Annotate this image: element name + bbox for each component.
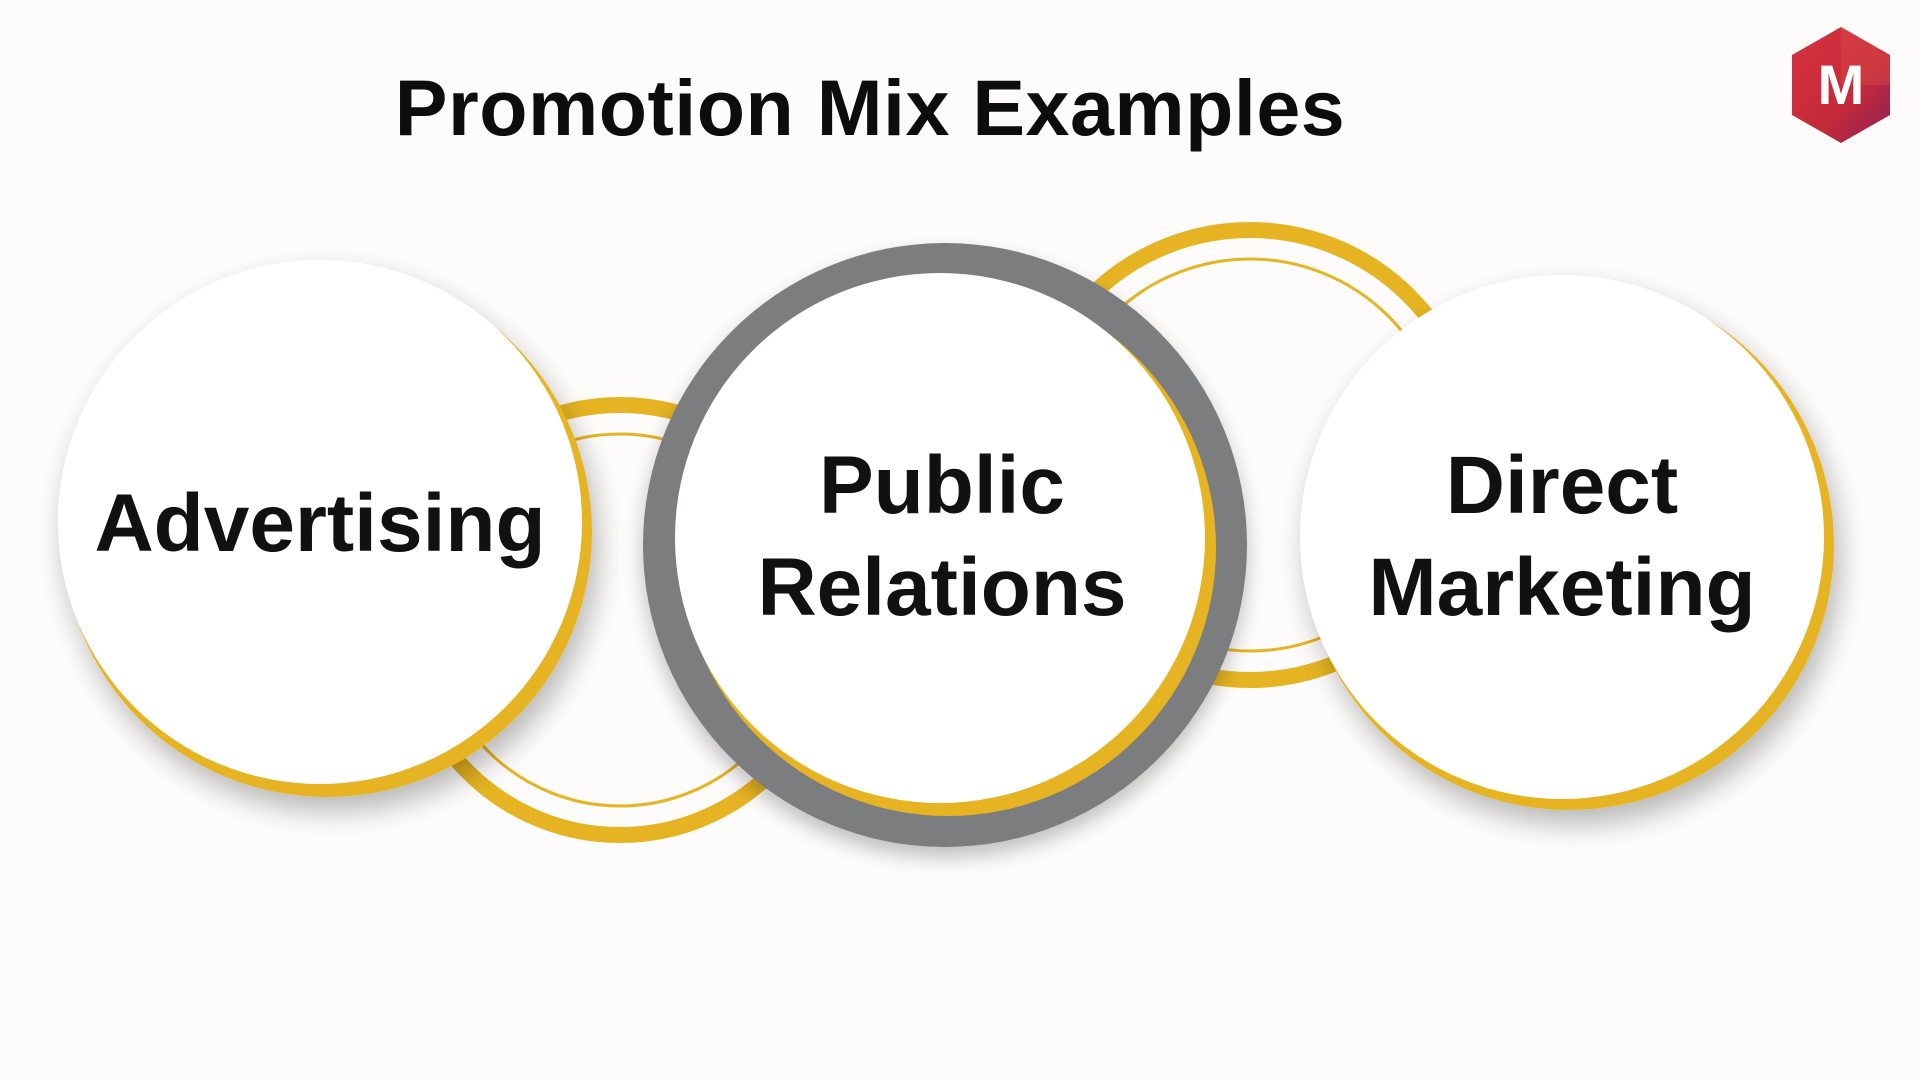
circle-public-relations — [643, 243, 1247, 847]
item-label-line: Public — [818, 439, 1066, 531]
circle-advertising — [58, 260, 592, 797]
page-title: Promotion Mix Examples — [394, 63, 1346, 152]
item-label-line: Marketing — [1368, 542, 1756, 633]
item-label-line: Direct — [1445, 439, 1679, 531]
item-label-line: Advertising — [94, 477, 546, 569]
item-label-public-relations: Public Relations — [680, 275, 1204, 799]
logo-letter: M — [1818, 53, 1865, 116]
circle-direct-marketing — [1300, 275, 1834, 810]
item-label-line: Relations — [757, 542, 1127, 633]
item-label-advertising: Advertising — [58, 262, 582, 786]
item-label-direct-marketing: Direct Marketing — [1300, 275, 1824, 799]
brand-logo: M — [1792, 27, 1890, 143]
